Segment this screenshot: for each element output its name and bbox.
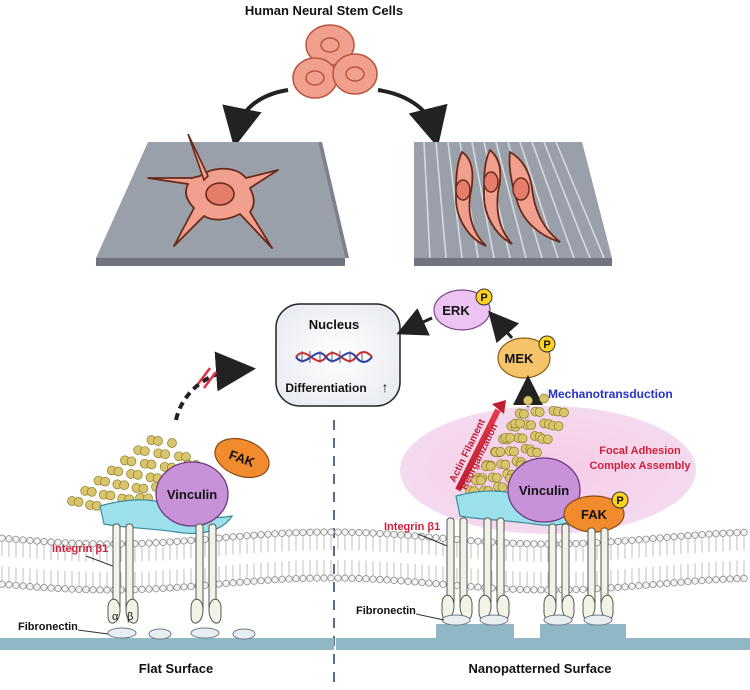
lipid-bilayer [0,528,748,594]
arrow-mek-to-erk [488,310,520,344]
integrin-right-3 [543,523,575,620]
mek-phospho-label: P [543,339,550,351]
integrin-right-label: Integrin β1 [384,521,440,533]
integrin-right-4 [582,527,614,620]
nanopatterned-surface-label: Nanopatterned Surface [468,661,611,676]
integrin-right-1 [441,517,473,620]
erk-phospho-label: P [480,292,487,304]
fibronectin-right-pointer [415,613,445,621]
arrow-to-nanopatterned-surface [377,88,448,148]
mechanotransduction-label: Mechanotransduction [548,387,673,401]
flat-substrate [0,638,334,650]
integrin-alpha-label: α [112,611,119,623]
dna-helix-icon [295,351,373,363]
mek-phospho-badge [538,335,556,353]
vinculin-left [155,461,229,527]
fibronectin-left-pointer [77,629,109,635]
fak-left [214,437,270,479]
vinculin-right-label: Vinculin [519,483,569,498]
integrin-right-2 [478,517,510,620]
mek-label: MEK [505,351,535,366]
vinculin-left-label: Vinculin [167,487,217,502]
differentiation-up-arrow: ↑ [382,379,389,395]
integrin-right-pointer [417,533,453,549]
erk-node [433,289,491,331]
fak-phospho-badge [611,491,629,509]
fibronectin-right-label: Fibronectin [356,605,416,617]
aligned-neural-cells [455,148,561,247]
fibronectin-right [441,614,613,626]
fak-phospho-label: P [616,495,623,507]
fibronectin-left-label: Fibronectin [18,621,78,633]
focal-adhesion-line2: Complex Assembly [589,460,691,472]
stem-cell-cluster [292,24,378,99]
blocked-mark-icon [197,367,217,389]
focal-adhesion-line1: Focal Adhesion [599,445,681,457]
blocked-signal-arrow [174,351,256,421]
vinculin-right [507,457,581,523]
flat-surface-label: Flat Surface [139,661,213,676]
actin-filaments-right [465,393,569,496]
fak-right-label: FAK [581,507,608,522]
nanopatterned-substrate [336,624,750,650]
spread-neural-cell [147,133,279,249]
erk-phospho-badge [475,288,493,306]
arrow-erk-to-nucleus [396,308,433,336]
integrin-left-1 [107,523,139,624]
erk-label: ERK [442,303,470,318]
fibronectin-left [107,627,256,640]
integrin-left-2 [190,523,222,624]
differentiation-label: Differentiation [285,381,366,395]
arrow-to-flat-surface [222,88,289,148]
actin-reorganization-arrow [455,400,506,492]
title: Human Neural Stem Cells [245,3,403,18]
integrin-beta-label: β [127,611,133,623]
integrin-left-label: Integrin β1 [52,543,108,555]
nucleus-label: Nucleus [309,317,360,332]
